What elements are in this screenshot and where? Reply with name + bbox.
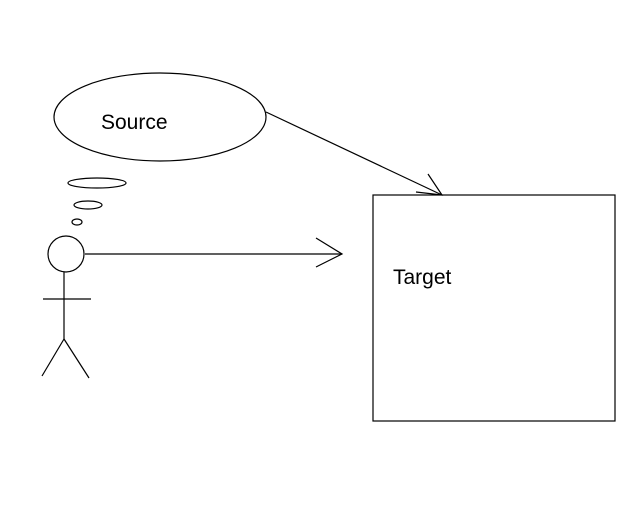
- actor-head: [47, 235, 85, 273]
- actor-arrow-head: [315, 237, 344, 268]
- thought-bubble-small: [71, 218, 83, 226]
- actor-to-target-arrow: [85, 237, 344, 268]
- actor-figure: [41, 235, 91, 379]
- target-box: [372, 194, 616, 422]
- source-to-target-arrow: [265, 111, 444, 196]
- target-label: Target: [393, 266, 452, 289]
- target-node: Target: [372, 194, 616, 422]
- actor-left-leg: [41, 338, 65, 377]
- source-node: Source: [53, 72, 267, 162]
- thought-bubble-medium: [73, 200, 103, 210]
- thought-bubbles: [67, 177, 127, 226]
- source-arrow-line: [265, 111, 443, 196]
- actor-right-leg: [63, 338, 90, 379]
- thought-bubble-large: [67, 177, 127, 189]
- source-label: Source: [101, 111, 168, 134]
- source-ellipse: [53, 72, 267, 162]
